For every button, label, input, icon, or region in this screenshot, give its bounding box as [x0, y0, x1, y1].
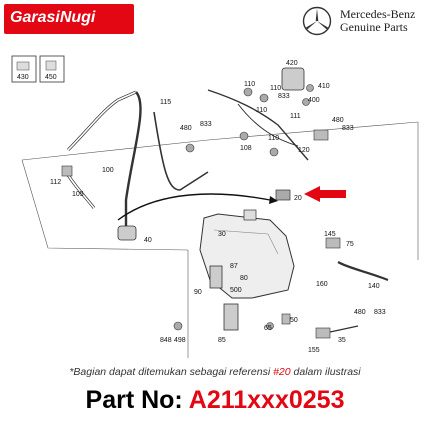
header: GarasiNugi Mercedes-Benz Genuine Parts	[0, 0, 430, 40]
parts-diagram-svg: 430 450	[11, 55, 419, 358]
box-label: 450	[45, 74, 57, 81]
part-label: 20	[294, 195, 302, 202]
part-label: 90	[194, 289, 202, 296]
manufacturer-text: Mercedes-Benz Genuine Parts	[340, 8, 415, 34]
part-label: 112	[50, 179, 61, 186]
part-label: 30	[218, 231, 226, 238]
part-box-450: 450	[39, 55, 65, 83]
caption-prefix: *Bagian dapat ditemukan sebagai referens…	[69, 366, 274, 378]
part-label: 110	[270, 85, 281, 92]
caption-suffix: dalam ilustrasi	[290, 366, 361, 378]
part-label: 115	[160, 99, 171, 106]
part-number-value: A211xxx0253	[188, 386, 345, 414]
part-label: 111	[290, 113, 301, 120]
part-label: 108	[240, 145, 252, 152]
part-label: 80	[240, 275, 248, 282]
part-label: 480	[354, 309, 366, 316]
part-label: 410	[318, 83, 330, 90]
part-label: 160	[316, 281, 328, 288]
part-label: 110	[244, 81, 255, 88]
manufacturer-line2: Genuine Parts	[340, 20, 408, 34]
part-label: 480	[180, 125, 192, 132]
caption-ref: #20	[273, 366, 291, 378]
part-label: 35	[338, 337, 346, 344]
garasinugi-logo: GarasiNugi	[4, 4, 134, 34]
part-label: 87	[230, 263, 238, 270]
part-label: 480	[332, 117, 344, 124]
part-label: 120	[298, 147, 310, 154]
part-label: 110	[268, 135, 279, 142]
part-box-430: 430	[11, 55, 37, 83]
part-label: 400	[308, 97, 320, 104]
part-label: 833	[342, 125, 354, 132]
brand-name: GarasiNugi	[10, 9, 96, 26]
mercedes-star-icon	[302, 6, 332, 36]
part-label: 140	[368, 283, 380, 290]
part-label: 833	[374, 309, 386, 316]
caption: *Bagian dapat ditemukan sebagai referens…	[0, 366, 430, 378]
part-label: 498	[174, 337, 186, 344]
part-label: 155	[308, 347, 320, 354]
part-label: 100	[102, 167, 114, 174]
part-label: 833	[200, 121, 212, 128]
box-label: 430	[17, 74, 29, 81]
part-label: 145	[324, 231, 336, 238]
part-label: 75	[346, 241, 354, 248]
part-label: 50	[290, 317, 298, 324]
part-label: 420	[286, 60, 298, 67]
part-number: Part No: A211xxx0253	[0, 386, 430, 415]
diagram-labels: 420 110 110 833 410 400 115 480 833 110 …	[50, 60, 386, 354]
part-label: 833	[278, 93, 290, 100]
part-number-prefix: Part No:	[85, 386, 189, 414]
parts-diagram: 430 450	[8, 40, 422, 360]
part-label: 105	[72, 191, 84, 198]
part-label: 500	[230, 287, 242, 294]
highlight-arrow	[304, 186, 346, 202]
part-label: 40	[144, 237, 152, 244]
part-label: 848	[160, 337, 172, 344]
manufacturer-line1: Mercedes-Benz	[340, 7, 416, 21]
part-label: 110	[256, 107, 267, 114]
part-label: 85	[218, 337, 226, 344]
part-label: 65	[264, 325, 272, 332]
